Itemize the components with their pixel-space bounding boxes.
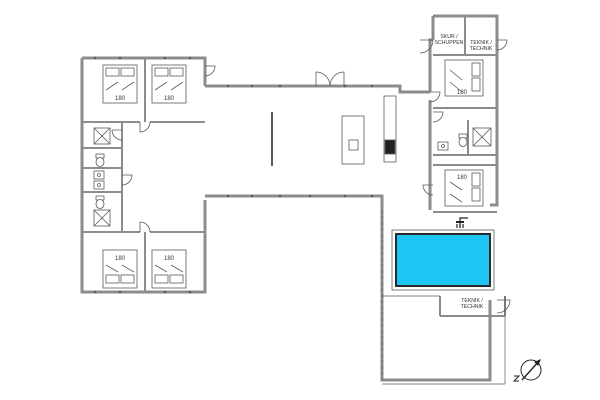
pool-icon: [395, 233, 491, 287]
bed-icon: 180: [102, 249, 138, 289]
shed-label-line1: SKUR /: [440, 34, 458, 40]
interior-walls-right: [433, 16, 506, 317]
entrance-door: [315, 71, 331, 87]
pool-area: [391, 217, 495, 291]
terrace-outline: [381, 210, 506, 385]
svg-text:180: 180: [115, 256, 126, 262]
shower-head-icon: [456, 217, 468, 228]
shed-label-line2: SCHUPPEN: [435, 40, 464, 46]
technic-bottom-label-line2: TECHNIK: [461, 304, 484, 310]
technic-top-label-line1: TEKNIK /: [470, 40, 492, 46]
sink-icon: [93, 170, 105, 180]
toilet-icon: [95, 153, 105, 167]
living-fixtures: [271, 95, 397, 166]
svg-text:180: 180: [457, 175, 468, 181]
compass-icon: [512, 359, 542, 382]
shower-icon: [93, 209, 111, 227]
bed-icon: 180: [151, 64, 187, 104]
svg-text:180: 180: [457, 90, 468, 96]
stove-icon: [384, 139, 396, 155]
kitchen-counter: [383, 95, 397, 163]
bedrooms: 180 180 180 180 180: [102, 59, 484, 289]
window-marks: [93, 56, 374, 294]
sink-icon: [93, 180, 105, 190]
kitchen-island-icon: [341, 115, 365, 165]
shower-icon: [93, 127, 111, 145]
technic-bottom-label-line1: TEKNIK /: [461, 298, 483, 304]
bathrooms: [93, 127, 492, 227]
toilet-icon: [458, 133, 468, 147]
svg-text:180: 180: [115, 96, 126, 102]
shower-icon: [472, 127, 492, 147]
bed-icon: 180: [444, 169, 484, 207]
doors: [111, 39, 511, 314]
bed-icon: 180: [102, 64, 138, 104]
bed-icon: 180: [151, 249, 187, 289]
interior-walls-left: [82, 58, 205, 292]
walls: [80, 14, 499, 382]
bed-icon: 180: [444, 59, 484, 97]
svg-text:180: 180: [164, 96, 175, 102]
svg-text:180: 180: [164, 256, 175, 262]
room-labels: SKUR / SCHUPPEN TEKNIK / TECHNIK TEKNIK …: [435, 34, 493, 310]
sink-icon: [437, 141, 449, 151]
technic-top-label-line2: TECHNIK: [470, 46, 493, 52]
toilet-icon: [95, 195, 105, 209]
